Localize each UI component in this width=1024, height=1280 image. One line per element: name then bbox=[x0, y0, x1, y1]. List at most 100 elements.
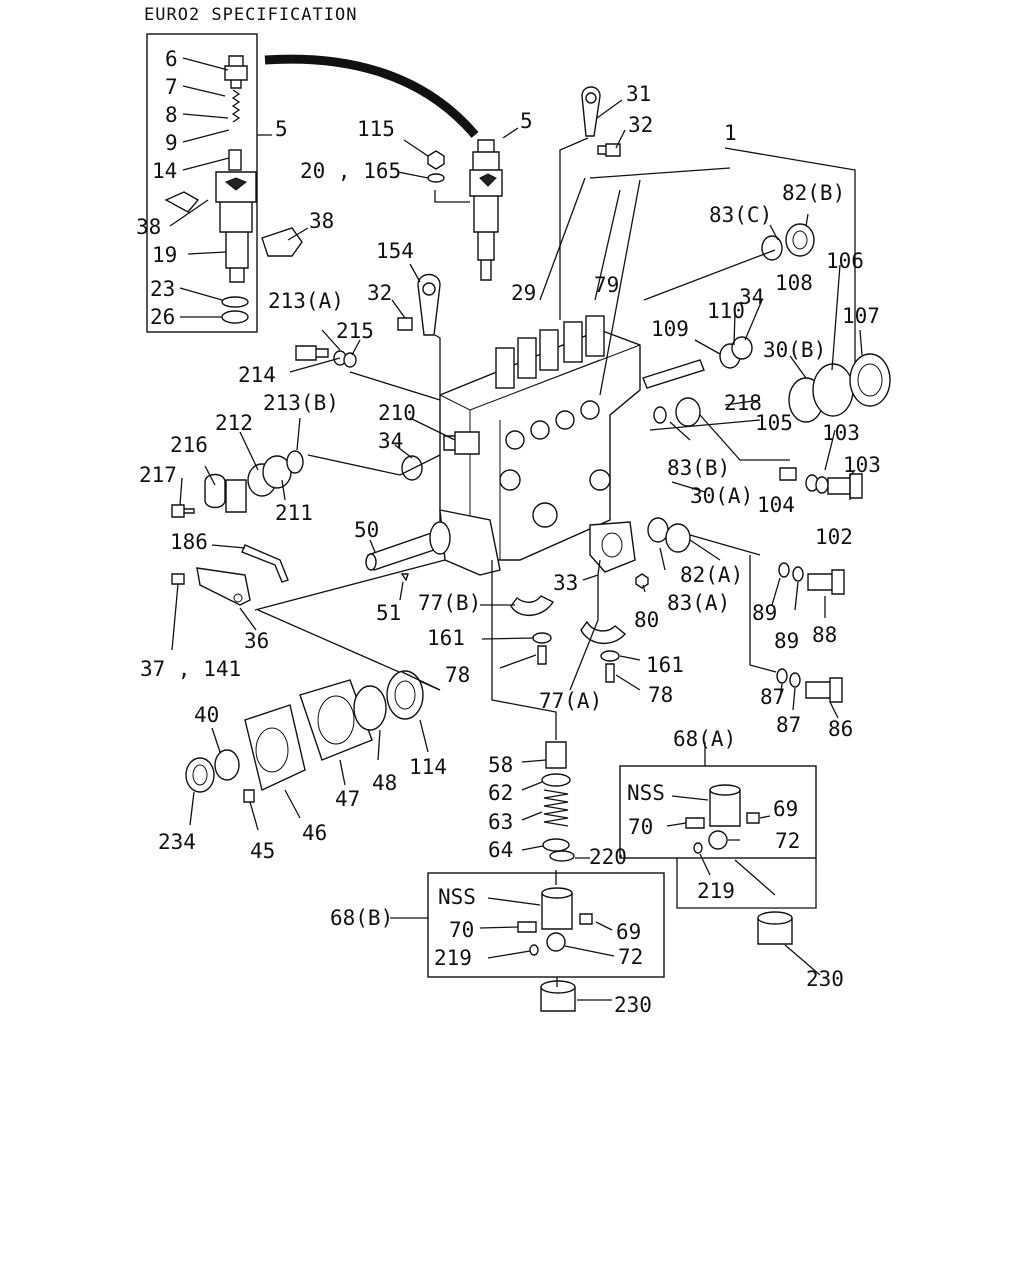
bolt-88 bbox=[807, 569, 845, 595]
delivery-valve-5 bbox=[397, 127, 519, 281]
lifting-brackets bbox=[391, 86, 626, 395]
actuator-210 bbox=[443, 431, 480, 455]
bearing-114-inner bbox=[394, 680, 416, 710]
bolt-102 bbox=[827, 473, 863, 499]
stack-leaders bbox=[521, 759, 590, 885]
callout-47: 47 bbox=[335, 787, 360, 811]
port-7 bbox=[589, 469, 611, 491]
callout-104: 104 bbox=[757, 493, 795, 517]
callout-50: 50 bbox=[354, 518, 379, 542]
callout-114: 114 bbox=[409, 755, 447, 779]
callout-69-a: 69 bbox=[773, 797, 798, 821]
callout-216: 216 bbox=[170, 433, 208, 457]
flange-33-hole bbox=[601, 532, 623, 558]
bolt-217 bbox=[171, 504, 195, 518]
bearing-114 bbox=[386, 670, 424, 720]
element-4 bbox=[563, 321, 583, 363]
bushing-234-inner bbox=[192, 764, 208, 786]
clip-219a bbox=[693, 842, 703, 854]
coupling-leaders bbox=[189, 671, 441, 831]
bolt-86 bbox=[805, 677, 843, 703]
port-5 bbox=[499, 469, 521, 491]
callout-78-b: 78 bbox=[648, 683, 673, 707]
spring-63 bbox=[543, 789, 569, 827]
callout-70-b: 70 bbox=[449, 918, 474, 942]
callout-19: 19 bbox=[152, 243, 177, 267]
o-ring-83b bbox=[653, 406, 667, 424]
tappet-inset-68a bbox=[619, 742, 821, 976]
callout-105: 105 bbox=[755, 411, 793, 435]
washer-161a bbox=[532, 632, 552, 644]
nut-215 bbox=[343, 352, 357, 368]
bracket-31-hole bbox=[585, 92, 597, 104]
diagram-title: EURO2 SPECIFICATION bbox=[144, 5, 357, 25]
callout-108: 108 bbox=[775, 271, 813, 295]
callout-213b: 213(B) bbox=[263, 391, 339, 415]
callout-103-b: 103 bbox=[843, 453, 881, 477]
shaft-end bbox=[365, 553, 377, 571]
tappet-inset-68b bbox=[390, 872, 665, 1012]
cam-lobe bbox=[429, 521, 451, 555]
callout-69-b: 69 bbox=[616, 920, 641, 944]
inset-68a-tail bbox=[676, 858, 817, 909]
o-ring-48 bbox=[353, 685, 387, 731]
callout-14: 14 bbox=[152, 159, 177, 183]
inset-frame bbox=[146, 33, 258, 333]
plate-216 bbox=[225, 479, 247, 513]
pump-elements bbox=[495, 315, 605, 389]
callout-34-left: 34 bbox=[378, 429, 403, 453]
callout-82a: 82(A) bbox=[680, 563, 743, 587]
callout-102: 102 bbox=[815, 525, 853, 549]
gasket-47 bbox=[299, 679, 373, 761]
callout-30a: 30(A) bbox=[690, 484, 753, 508]
valve-stem bbox=[228, 149, 242, 171]
callout-89-a: 89 bbox=[752, 601, 777, 625]
callout-234: 234 bbox=[158, 830, 196, 854]
element-1 bbox=[495, 347, 515, 389]
callout-230-a: 230 bbox=[806, 967, 844, 991]
callout-5-main: 5 bbox=[520, 109, 533, 133]
housing-edges bbox=[439, 344, 641, 560]
callout-70-a: 70 bbox=[628, 815, 653, 839]
key-51 bbox=[400, 573, 409, 582]
callout-211: 211 bbox=[275, 501, 313, 525]
pin-69b bbox=[579, 913, 593, 925]
flange-33 bbox=[589, 521, 636, 573]
callout-68b: 68(B) bbox=[330, 906, 393, 930]
callout-64: 64 bbox=[488, 838, 513, 862]
element-2 bbox=[517, 337, 537, 379]
callout-26: 26 bbox=[150, 305, 175, 329]
port-4 bbox=[580, 400, 600, 420]
port-2 bbox=[530, 420, 550, 440]
callout-83b: 83(B) bbox=[667, 456, 730, 480]
inset-leaders bbox=[169, 57, 309, 318]
port-1 bbox=[505, 430, 525, 450]
callout-48: 48 bbox=[372, 771, 397, 795]
inset-68a-frame bbox=[619, 765, 817, 859]
bolt-45 bbox=[243, 789, 255, 803]
callout-9: 9 bbox=[165, 131, 178, 155]
callout-161-b: 161 bbox=[646, 653, 684, 677]
callout-110: 110 bbox=[707, 299, 745, 323]
gasket-47-hole bbox=[317, 695, 355, 745]
callout-58: 58 bbox=[488, 753, 513, 777]
cover-107-inner bbox=[857, 363, 883, 397]
bracket-36-hole bbox=[233, 593, 243, 603]
o-ring-26 bbox=[221, 310, 249, 324]
callout-88: 88 bbox=[812, 623, 837, 647]
callout-89-b: 89 bbox=[774, 629, 799, 653]
callout-8: 8 bbox=[165, 103, 178, 127]
washer-20 bbox=[427, 173, 445, 183]
callout-62: 62 bbox=[488, 781, 513, 805]
callout-80: 80 bbox=[634, 608, 659, 632]
callout-23: 23 bbox=[150, 277, 175, 301]
valve-body bbox=[469, 139, 503, 281]
callout-63: 63 bbox=[488, 810, 513, 834]
callout-106: 106 bbox=[826, 249, 864, 273]
callout-87-b: 87 bbox=[776, 713, 801, 737]
callout-230-b: 230 bbox=[614, 993, 652, 1017]
washer-34-left bbox=[401, 455, 423, 481]
barrel-mark bbox=[225, 177, 247, 191]
callout-40: 40 bbox=[194, 703, 219, 727]
